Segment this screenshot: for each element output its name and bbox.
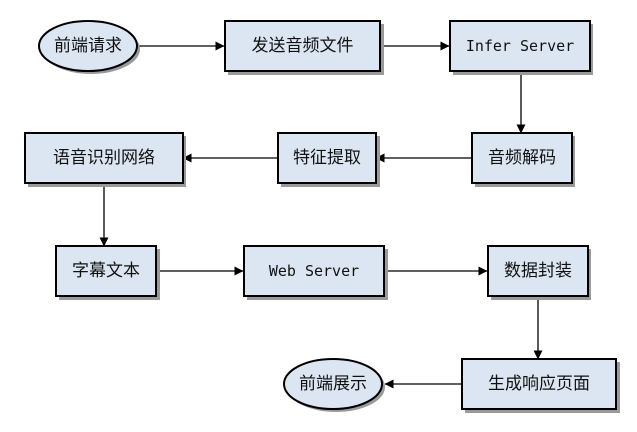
node-frontend-display-label: 前端展示 bbox=[299, 374, 367, 394]
node-generate-response-label: 生成响应页面 bbox=[488, 374, 590, 394]
node-frontend-display-shape bbox=[283, 358, 383, 410]
node-infer-server-label: Infer Server bbox=[466, 37, 574, 55]
node-asr-network-shape bbox=[24, 132, 184, 184]
node-send-audio-label: 发送音频文件 bbox=[252, 36, 354, 56]
node-asr-network-label: 语音识别网络 bbox=[53, 148, 155, 168]
node-caption-text-label: 字幕文本 bbox=[72, 261, 140, 281]
node-web-server: Web Server bbox=[243, 245, 388, 300]
node-send-audio: 发送音频文件 bbox=[224, 20, 384, 75]
node-frontend-display: 前端展示 bbox=[283, 358, 385, 412]
node-asr-network: 语音识别网络 bbox=[24, 132, 186, 187]
node-generate-response-shape bbox=[461, 358, 617, 410]
node-frontend-request-shape bbox=[38, 20, 138, 72]
node-caption-text: 字幕文本 bbox=[55, 245, 160, 300]
node-frontend-request: 前端请求 bbox=[38, 20, 140, 74]
node-frontend-request-label: 前端请求 bbox=[54, 36, 122, 56]
node-feature-extract-label: 特征提取 bbox=[293, 148, 361, 168]
node-audio-decode: 音频解码 bbox=[471, 132, 575, 187]
node-data-packaging: 数据封装 bbox=[487, 245, 591, 300]
node-send-audio-shape bbox=[224, 20, 381, 72]
node-infer-server-shape bbox=[449, 20, 591, 72]
node-feature-extract: 特征提取 bbox=[277, 132, 380, 187]
node-web-server-shape bbox=[243, 245, 385, 297]
edges-group bbox=[99, 41, 543, 389]
node-data-packaging-label: 数据封装 bbox=[504, 261, 572, 281]
node-data-packaging-shape bbox=[487, 245, 589, 297]
node-web-server-label: Web Server bbox=[269, 262, 359, 280]
nodes-group: 前端请求 发送音频文件 Infer Server 音频解码 特征提取 语音识别网… bbox=[24, 20, 620, 413]
node-feature-extract-shape bbox=[277, 132, 377, 184]
node-infer-server: Infer Server bbox=[449, 20, 593, 75]
node-caption-text-shape bbox=[55, 245, 157, 297]
node-generate-response: 生成响应页面 bbox=[461, 358, 620, 413]
node-audio-decode-shape bbox=[471, 132, 573, 184]
node-audio-decode-label: 音频解码 bbox=[488, 148, 556, 168]
